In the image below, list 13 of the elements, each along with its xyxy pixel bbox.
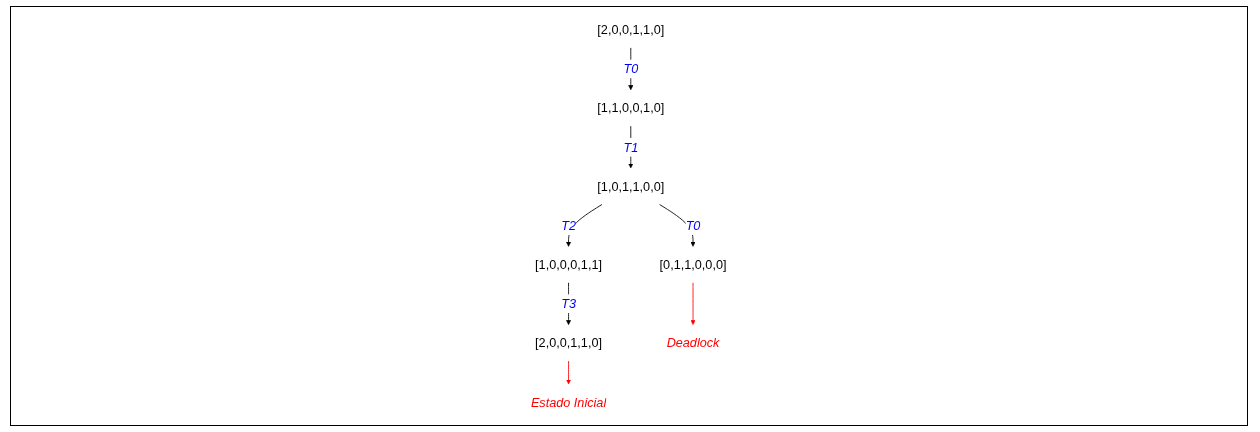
node-text: [1,1,0,0,1,0]: [597, 100, 665, 116]
node-text: Estado Inicial: [531, 395, 607, 410]
node-text: [2,0,0,1,1,0]: [535, 335, 603, 351]
edge-label: T0: [623, 61, 639, 77]
node-text: [0,1,1,0,0,0]: [659, 257, 727, 272]
node-text: [1,0,0,0,1,1]: [535, 257, 603, 272]
node-text: Deadlock: [666, 335, 720, 351]
edge-label: T1: [623, 140, 639, 155]
edge-label: T2: [561, 218, 577, 233]
node-text: [1,0,1,1,0,0]: [597, 179, 665, 194]
edge-label: T0: [685, 218, 701, 233]
edge-label: T3: [561, 296, 577, 311]
node-text: [2,0,0,1,1,0]: [597, 22, 665, 37]
